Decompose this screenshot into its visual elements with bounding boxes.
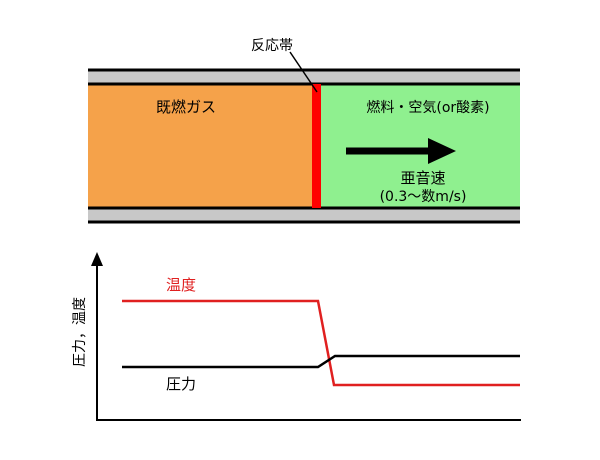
tube-top-wall [88,70,520,84]
temperature-label: 温度 [166,276,196,294]
reaction-zone-label: 反応帯 [251,38,293,54]
reaction-zone-leader [289,51,318,93]
profile-graph: 圧力，温度 温度 圧力 [72,252,521,421]
reaction-zone [312,84,321,208]
y-axis-label: 圧力，温度 [72,297,88,367]
burned-gas-label: 既燃ガス [156,98,216,116]
burned-gas-region [88,84,313,208]
tube: 反応帯 既燃ガス 燃料・空気(or酸素) 亜音速 (0.3〜数m/s) [88,38,520,224]
temperature-curve [122,299,520,387]
unburned-gas-region [320,84,520,208]
tube-bottom-wall [88,208,520,222]
unburned-gas-label: 燃料・空気(or酸素) [366,99,489,116]
y-axis-arrow-icon [91,252,103,266]
speed-value: (0.3〜数m/s) [380,189,467,205]
pressure-curve [122,354,520,369]
flow-arrow-icon [346,138,456,164]
pressure-label: 圧力 [166,375,196,393]
speed-label: 亜音速 [400,169,445,187]
